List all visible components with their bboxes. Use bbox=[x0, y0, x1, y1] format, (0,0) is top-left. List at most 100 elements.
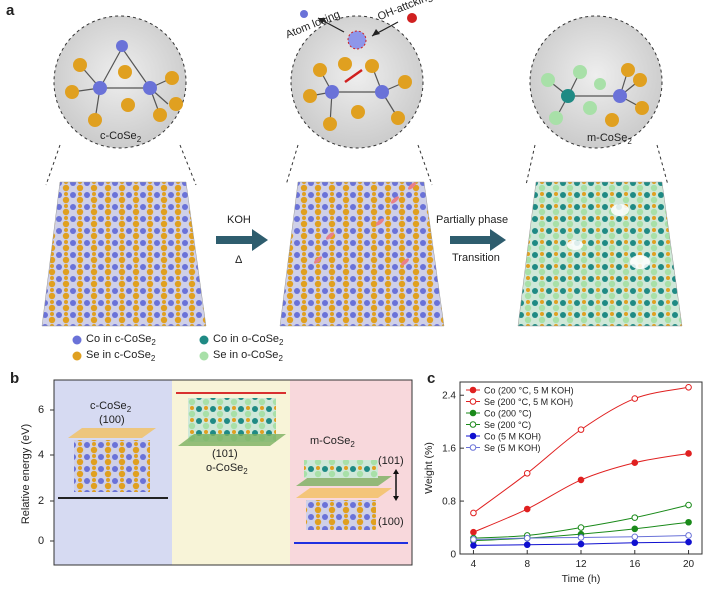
series-point bbox=[685, 532, 692, 539]
series-point bbox=[523, 534, 531, 542]
c-phase-plane bbox=[68, 428, 156, 438]
legend-marker bbox=[469, 398, 477, 405]
vacancy-spots bbox=[567, 204, 650, 269]
energy-axis-label: Relative energy (eV) bbox=[20, 423, 32, 525]
series-point bbox=[685, 450, 692, 457]
delta-label: Δ bbox=[235, 254, 243, 266]
series-point bbox=[685, 518, 692, 526]
transition-label: Transition bbox=[452, 252, 500, 264]
m-cose2-circle-label: m-CoSe2 bbox=[587, 132, 632, 147]
m-phase-face-top: (101) bbox=[378, 455, 404, 467]
legend-label: Se (5 M KOH) bbox=[484, 443, 541, 453]
y-tick-label: 0 bbox=[450, 550, 456, 561]
o-phase-face: (101) bbox=[212, 448, 238, 460]
legend-dot-co-o bbox=[199, 335, 209, 345]
koh-treated-lattice bbox=[279, 181, 445, 327]
m-cose2-zoom-circle bbox=[525, 15, 669, 186]
legend-label: Co (5 M KOH) bbox=[484, 431, 541, 441]
series-point bbox=[523, 541, 531, 549]
legend-marker bbox=[469, 432, 477, 440]
ytick-2: 2 bbox=[38, 495, 45, 507]
legend-dot-co-c bbox=[72, 335, 82, 345]
series-point bbox=[470, 528, 477, 536]
y-tick-label: 2.4 bbox=[442, 391, 456, 402]
x-axis-label: Time (h) bbox=[562, 573, 601, 585]
transition-arrow bbox=[450, 229, 506, 251]
legend-se-c: Se in c-CoSe2 bbox=[86, 349, 156, 364]
series-point bbox=[470, 536, 477, 543]
series-point bbox=[631, 459, 639, 467]
series-point bbox=[523, 505, 531, 513]
x-tick-label: 20 bbox=[683, 559, 695, 570]
m-cose2-lattice bbox=[517, 181, 683, 327]
series-point bbox=[470, 509, 477, 517]
attack-zoom-circle bbox=[285, 10, 433, 186]
y-tick-label: 0.8 bbox=[442, 497, 456, 508]
legend-marker bbox=[469, 444, 477, 451]
x-tick-label: 16 bbox=[629, 559, 641, 570]
legend-marker bbox=[469, 386, 477, 394]
m-phase-orange-plane bbox=[296, 488, 392, 498]
c-cose2-zoom-circle bbox=[45, 15, 197, 186]
ytick-6: 6 bbox=[38, 404, 45, 416]
c-cose2-lattice bbox=[41, 181, 207, 327]
series-point bbox=[577, 476, 585, 484]
series-point bbox=[685, 538, 692, 546]
series-point bbox=[631, 539, 639, 547]
series-point bbox=[577, 426, 585, 433]
panel-c-letter: c bbox=[427, 370, 436, 387]
series-point bbox=[685, 383, 692, 391]
legend-co-c: Co in c-CoSe2 bbox=[86, 333, 156, 348]
series-point bbox=[577, 534, 585, 541]
legend-se-o: Se in o-CoSe2 bbox=[213, 349, 283, 364]
panel-a-illustration bbox=[41, 10, 683, 361]
panel-b-letter: b bbox=[10, 370, 20, 387]
legend-marker bbox=[469, 409, 477, 417]
interface-arrow bbox=[393, 469, 399, 501]
partially-phase-label: Partially phase bbox=[436, 214, 509, 226]
series-point bbox=[631, 533, 639, 541]
energy-diagram bbox=[50, 379, 413, 566]
ytick-0: 0 bbox=[38, 535, 45, 547]
m-phase-label: m-CoSe2 bbox=[310, 435, 355, 450]
ytick-4: 4 bbox=[38, 449, 45, 461]
c-cose2-circle-label: c-CoSe2 bbox=[100, 130, 142, 145]
m-phase-face-bottom: (100) bbox=[378, 516, 404, 528]
x-tick-label: 8 bbox=[524, 559, 530, 570]
koh-arrow bbox=[216, 229, 268, 251]
m-phase-top-crystal bbox=[304, 460, 378, 478]
oh-attack-marks bbox=[313, 182, 417, 266]
series-point bbox=[577, 524, 585, 531]
c-phase-label: c-CoSe2 bbox=[90, 400, 132, 415]
series-point bbox=[685, 501, 692, 509]
panel-a-letter: a bbox=[6, 2, 15, 19]
c-phase-crystal bbox=[74, 440, 150, 492]
y-tick-label: 1.6 bbox=[442, 444, 456, 455]
m-phase-bottom-crystal bbox=[306, 500, 376, 530]
o-phase-label: o-CoSe2 bbox=[206, 462, 248, 477]
koh-label: KOH bbox=[227, 214, 251, 226]
series-point bbox=[631, 525, 639, 533]
m-phase-green-plane bbox=[296, 476, 392, 486]
series-point bbox=[631, 395, 639, 402]
series-point bbox=[470, 542, 477, 549]
legend-co-o: Co in o-CoSe2 bbox=[213, 333, 284, 348]
series-point bbox=[631, 514, 639, 521]
series-point bbox=[577, 540, 585, 548]
legend-dot-se-o bbox=[199, 351, 209, 361]
series-line bbox=[473, 452, 689, 533]
y-axis-ticks bbox=[50, 409, 54, 542]
y-axis-label: Weight (%) bbox=[423, 442, 435, 494]
legend-label: Se (200 °C, 5 M KOH) bbox=[484, 397, 573, 407]
o-phase-plane bbox=[178, 434, 286, 446]
legend-label: Co (200 °C) bbox=[484, 408, 532, 418]
x-tick-label: 12 bbox=[575, 559, 587, 570]
x-tick-label: 4 bbox=[471, 559, 477, 570]
legend-dot-se-c bbox=[72, 351, 82, 361]
legend-label: Co (200 °C, 5 M KOH) bbox=[484, 385, 574, 395]
c-phase-face: (100) bbox=[99, 414, 125, 426]
legend-marker bbox=[469, 421, 477, 428]
series-point bbox=[523, 469, 531, 477]
legend-label: Se (200 °C) bbox=[484, 420, 531, 430]
